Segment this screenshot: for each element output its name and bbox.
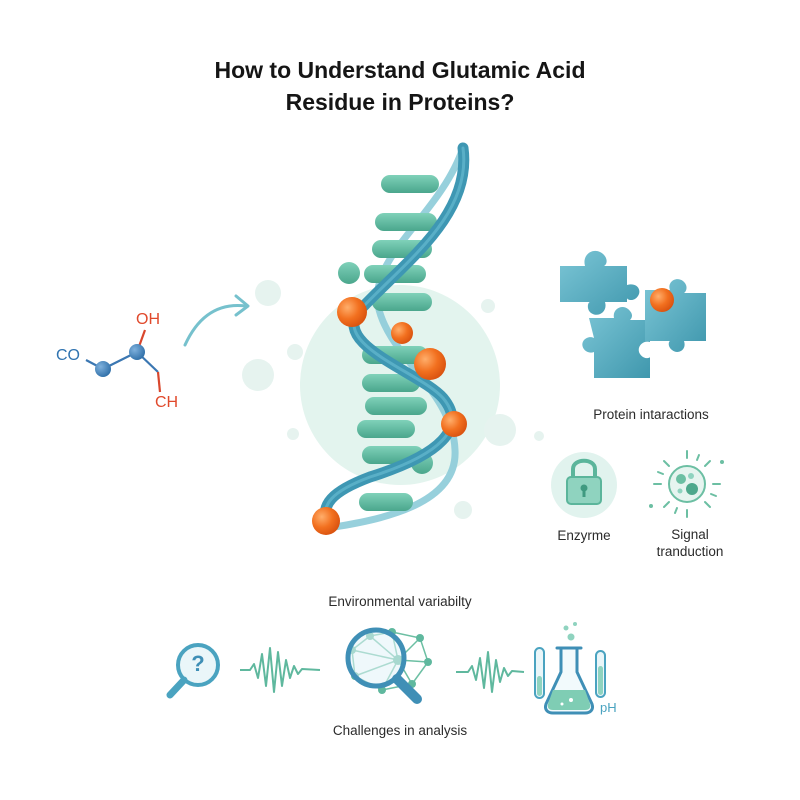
bubble bbox=[454, 501, 472, 519]
signal-transduction-label: Signal tranduction bbox=[630, 526, 750, 560]
question-magnifier-icon bbox=[166, 643, 220, 699]
helix-rung bbox=[359, 493, 413, 511]
arrow-icon bbox=[183, 303, 248, 347]
network-magnifier-icon bbox=[345, 627, 432, 704]
environmental-variability-label: Environmental variabilty bbox=[328, 594, 472, 609]
enzyme-label: Enzyrme bbox=[557, 528, 611, 543]
challenges-label: Challenges in analysis bbox=[332, 723, 468, 738]
helix-rung bbox=[362, 374, 420, 392]
protein-interactions-label: Protein intaractions bbox=[593, 407, 709, 422]
residue-sphere bbox=[312, 507, 340, 535]
waveform-icon bbox=[456, 651, 525, 693]
residue-sphere bbox=[441, 411, 467, 437]
bubble bbox=[242, 359, 274, 391]
residue-sphere bbox=[391, 322, 413, 344]
signal-label-line-2: tranduction bbox=[656, 544, 724, 559]
molecule-label-ch: CH bbox=[155, 394, 179, 411]
bubble bbox=[534, 431, 544, 441]
atom-node bbox=[129, 344, 145, 360]
glutamic-residues bbox=[312, 297, 467, 535]
bubble bbox=[287, 344, 303, 360]
helix-rung bbox=[372, 293, 432, 311]
signal-cell-icon bbox=[649, 450, 724, 518]
helix-rung bbox=[357, 420, 415, 438]
page-title: How to Understand Glutamic Acid Residue … bbox=[0, 54, 800, 118]
puzzle-icon bbox=[560, 250, 706, 378]
lock-icon bbox=[551, 452, 617, 518]
title-line-2: Residue in Proteins? bbox=[285, 89, 515, 115]
residue-sphere bbox=[337, 297, 367, 327]
residue-sphere bbox=[650, 288, 674, 312]
atom-node bbox=[95, 361, 111, 377]
helix-node bbox=[338, 262, 360, 284]
arrow-head-icon bbox=[234, 294, 250, 317]
question-mark-glyph: ? bbox=[191, 651, 205, 676]
molecule-label-oh: OH bbox=[136, 311, 160, 328]
puzzle-piece bbox=[582, 307, 650, 378]
waveform-icon bbox=[240, 647, 321, 693]
title-line-1: How to Understand Glutamic Acid bbox=[214, 57, 586, 83]
flask-ph-icon bbox=[534, 622, 606, 715]
helix-rungs bbox=[338, 175, 439, 511]
molecule-diagram bbox=[85, 329, 162, 393]
puzzle-piece bbox=[645, 279, 706, 352]
puzzle-piece bbox=[560, 250, 640, 315]
bubble bbox=[481, 299, 495, 313]
ph-label: pH bbox=[600, 700, 617, 715]
bubble bbox=[287, 428, 299, 440]
helix-rung bbox=[375, 213, 437, 231]
bubble bbox=[255, 280, 281, 306]
molecule-label-co: CO bbox=[56, 347, 80, 364]
signal-label-line-1: Signal bbox=[671, 527, 709, 542]
residue-sphere bbox=[414, 348, 446, 380]
helix-rung bbox=[365, 397, 427, 415]
helix-rung bbox=[381, 175, 439, 193]
bubble bbox=[484, 414, 516, 446]
